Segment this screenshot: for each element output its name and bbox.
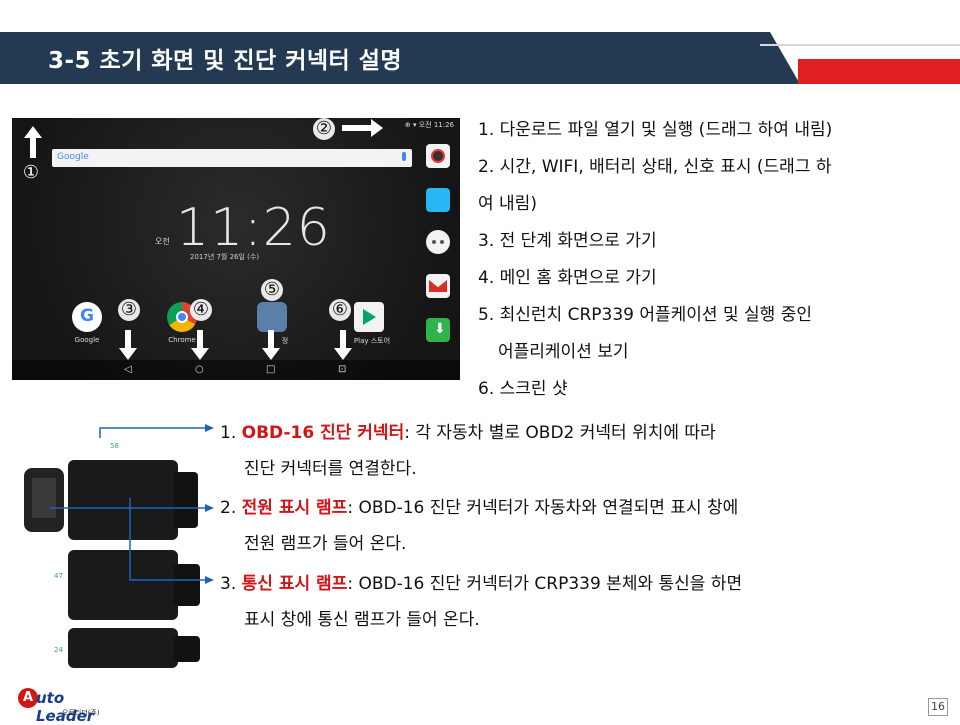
arrow-down-6 bbox=[334, 330, 352, 360]
desc-cont: 진단 커넥터를 연결한다. bbox=[244, 459, 417, 479]
desc-text: : 각 자동차 별로 OBD2 커넥터 위치에 따라 bbox=[404, 423, 716, 443]
marker-6: ⑥ bbox=[329, 299, 351, 321]
clock-ampm: 오전 bbox=[155, 237, 170, 246]
desc-num: 2. bbox=[220, 498, 242, 518]
list-item: 여 내림) bbox=[478, 194, 537, 214]
dimension-label: 24 bbox=[54, 646, 63, 654]
arrow-up-1 bbox=[24, 126, 42, 158]
logo-subtitle: 오토리더(주) bbox=[62, 709, 100, 717]
arrow-down-5 bbox=[262, 330, 280, 360]
connector-bottom-view bbox=[68, 628, 200, 668]
gallery-icon bbox=[426, 188, 450, 212]
list-item: 3. 전 단계 화면으로 가기 bbox=[478, 231, 657, 251]
header-accent bbox=[798, 59, 960, 84]
marker-3: ③ bbox=[118, 299, 140, 321]
marker-1: ① bbox=[22, 162, 40, 183]
app-label-launcher: 정 bbox=[281, 337, 289, 345]
google-app-icon: G bbox=[72, 302, 102, 332]
desc-cont: 표시 창에 통신 램프가 들어 온다. bbox=[244, 610, 480, 630]
logo-mark: A bbox=[18, 688, 38, 708]
screenshot-icon: ⊡ bbox=[338, 364, 347, 375]
desc-name: 통신 표시 램프 bbox=[241, 574, 348, 594]
marker-4: ④ bbox=[190, 299, 212, 321]
desc-text: : OBD-16 진단 커넥터가 자동차와 연결되면 표시 창에 bbox=[347, 498, 739, 518]
arrow-down-3 bbox=[119, 330, 137, 360]
arrow-right-2 bbox=[342, 119, 383, 137]
arrow-down-4 bbox=[191, 330, 209, 360]
list-item: 4. 메인 홈 화면으로 가기 bbox=[478, 268, 657, 288]
google-logo: Google bbox=[57, 152, 89, 162]
recents-icon: □ bbox=[266, 364, 276, 375]
desc-num: 1. bbox=[220, 423, 242, 443]
header-divider bbox=[760, 44, 960, 46]
nav-bar: ◁ ○ □ ⊡ bbox=[12, 360, 460, 380]
feature-list: 1. 다운로드 파일 열기 및 실행 (드래그 하여 내림) 2. 시간, WI… bbox=[478, 112, 948, 408]
page-number: 16 bbox=[928, 698, 948, 716]
clock-date: 2017년 7월 26일 (수) bbox=[190, 253, 260, 261]
marker-2: ② bbox=[313, 118, 335, 140]
list-item: 어플리케이션 보기 bbox=[498, 342, 629, 362]
app-label-play: Play 스토어 bbox=[353, 337, 391, 345]
gmail-icon bbox=[426, 274, 450, 298]
camera-icon bbox=[426, 144, 450, 168]
list-item: 1. 다운로드 파일 열기 및 실행 (드래그 하여 내림) bbox=[478, 120, 833, 140]
desc-name: OBD-16 진단 커넥터 bbox=[241, 423, 405, 443]
mic-icon bbox=[402, 152, 406, 161]
company-logo: A uto Leader 오토리더(주) bbox=[18, 688, 108, 725]
download-icon: ⬇ bbox=[426, 318, 450, 342]
connector-desc-3: 3. 통신 표시 램프: OBD-16 진단 커넥터가 CRP339 본체와 통… bbox=[220, 566, 940, 638]
page-title: 3-5 초기 화면 및 진단 커넥터 설명 bbox=[48, 48, 403, 74]
phone-screenshot: ⊕ ▾ 오전 11:26 Google 오전 11:26 2017년 7월 26… bbox=[12, 118, 460, 380]
connector-front-view bbox=[68, 550, 200, 620]
app-label-google: Google bbox=[74, 336, 100, 344]
desc-cont: 전원 램프가 들어 온다. bbox=[244, 534, 407, 554]
app-label-chrome: Chrome bbox=[168, 336, 196, 344]
header-bar bbox=[0, 32, 800, 84]
connector-top-view bbox=[68, 460, 198, 540]
connector-desc-1: 1. OBD-16 진단 커넥터: 각 자동차 별로 OBD2 커넥터 위치에 … bbox=[220, 415, 940, 487]
dimension-label: 47 bbox=[54, 572, 63, 580]
launcher-app-icon bbox=[257, 302, 287, 332]
google-search-bar: Google bbox=[52, 149, 412, 167]
back-icon: ◁ bbox=[124, 364, 132, 375]
desc-text: : OBD-16 진단 커넥터가 CRP339 본체와 통신을 하면 bbox=[347, 574, 743, 594]
desc-num: 3. bbox=[220, 574, 242, 594]
clock-time: 11:26 bbox=[176, 198, 331, 258]
dimension-label: 58 bbox=[110, 442, 119, 450]
list-item: 6. 스크린 샷 bbox=[478, 379, 568, 399]
connector-desc-2: 2. 전원 표시 램프: OBD-16 진단 커넥터가 자동차와 연결되면 표시… bbox=[220, 490, 940, 562]
home-icon: ○ bbox=[195, 364, 204, 375]
apps-grid-icon bbox=[426, 230, 450, 254]
connector-side-view bbox=[24, 468, 64, 532]
status-bar: ⊕ ▾ 오전 11:26 bbox=[404, 121, 454, 129]
list-item: 2. 시간, WIFI, 배터리 상태, 신호 표시 (드래그 하 bbox=[478, 157, 832, 177]
marker-5: ⑤ bbox=[261, 279, 283, 301]
obd-connector-image: 58 47 24 bbox=[20, 432, 205, 672]
list-item: 5. 최신런치 CRP339 어플케이션 및 실행 중인 bbox=[478, 305, 812, 325]
play-store-icon bbox=[354, 302, 384, 332]
desc-name: 전원 표시 램프 bbox=[241, 498, 348, 518]
slide-header: 3-5 초기 화면 및 진단 커넥터 설명 bbox=[0, 32, 960, 84]
